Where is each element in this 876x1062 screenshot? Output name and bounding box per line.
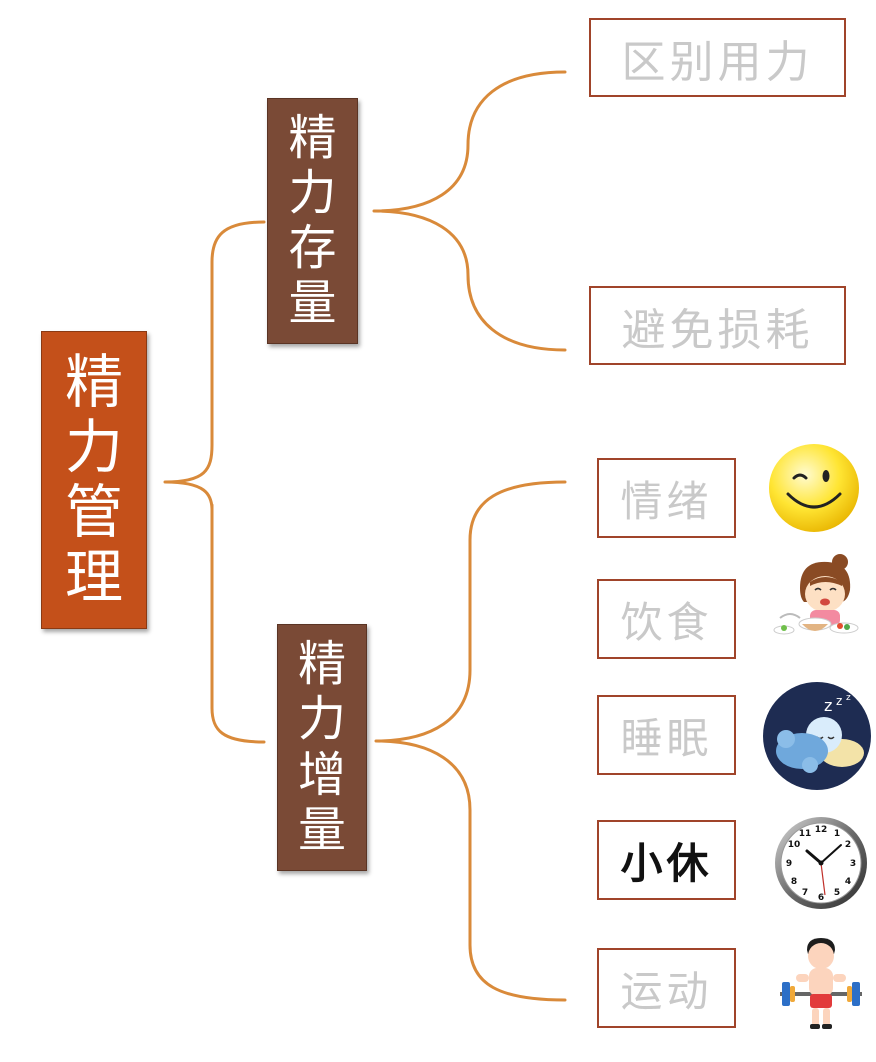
root-char-1: 精 (65, 350, 123, 415)
connector-branch2-leaves (376, 482, 565, 1000)
branch2-char-1: 精 (298, 637, 346, 692)
leaf-emotion: 情绪 (597, 458, 736, 538)
svg-text:z: z (824, 696, 832, 715)
svg-text:4: 4 (845, 877, 851, 887)
connector-root-branches (165, 222, 264, 742)
branch2-char-3: 增 (298, 748, 346, 803)
connector-branch1-leaves (374, 72, 565, 350)
leaf-avoid-drain: 避免损耗 (589, 286, 846, 365)
svg-text:9: 9 (786, 859, 792, 869)
svg-text:2: 2 (845, 840, 851, 850)
svg-text:z: z (836, 694, 842, 708)
svg-text:10: 10 (788, 840, 801, 850)
svg-text:6: 6 (818, 893, 824, 903)
branch1-char-1: 精 (288, 111, 336, 166)
sleeping-baby-icon: z z z (762, 681, 872, 791)
leaf-distinguish-effort: 区别用力 (589, 18, 846, 97)
smiley-face-icon (766, 442, 862, 534)
weightlifter-icon (776, 934, 866, 1034)
svg-text:8: 8 (791, 877, 797, 887)
leaf-exercise: 运动 (597, 948, 736, 1028)
branch1-char-4: 量 (288, 276, 336, 331)
svg-text:1: 1 (834, 829, 840, 839)
root-char-3: 管 (65, 480, 123, 545)
branch2-char-2: 力 (298, 692, 346, 747)
leaf-sleep: 睡眠 (597, 695, 736, 775)
svg-text:3: 3 (850, 859, 856, 869)
svg-text:11: 11 (799, 829, 812, 839)
eating-girl-icon (770, 552, 866, 642)
leaf-diet: 饮食 (597, 579, 736, 659)
svg-text:12: 12 (815, 825, 828, 835)
branch-node-increment: 精 力 增 量 (277, 624, 367, 871)
branch1-char-2: 力 (288, 166, 336, 221)
branch2-char-4: 量 (298, 803, 346, 858)
svg-text:5: 5 (834, 888, 840, 898)
root-node: 精 力 管 理 (41, 331, 147, 629)
svg-text:7: 7 (802, 888, 808, 898)
svg-text:z: z (846, 693, 851, 703)
root-char-4: 理 (65, 545, 123, 610)
root-char-2: 力 (65, 415, 123, 480)
branch-node-stock: 精 力 存 量 (267, 98, 358, 344)
leaf-short-rest: 小休 (597, 820, 736, 900)
branch1-char-3: 存 (288, 221, 336, 276)
